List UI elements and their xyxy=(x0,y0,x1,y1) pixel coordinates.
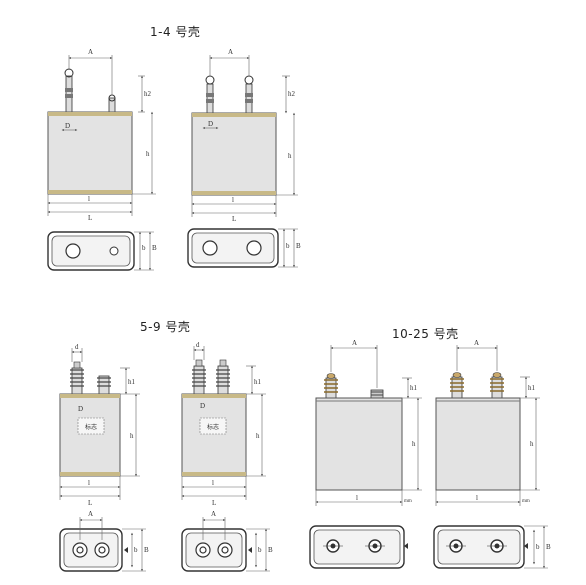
dim-l-1a: l xyxy=(88,195,90,203)
dim-b-5a: b xyxy=(134,546,138,554)
dim-h1-5a: h1 xyxy=(128,378,136,386)
dimensions-10-25-b xyxy=(435,345,540,506)
unit-mm-10b: mm xyxy=(522,499,530,504)
dim-D-5a: D xyxy=(78,405,83,413)
dimensions-5-9-a-top xyxy=(79,517,146,572)
dimensions-1-4-a-top xyxy=(134,231,154,271)
dim-A-1b: A xyxy=(228,48,233,56)
dim-d-5b: d xyxy=(196,341,200,349)
capacitor-1-4-b-top xyxy=(187,228,279,268)
dim-D-1b: D xyxy=(208,120,213,128)
dim-A-5b-top: A xyxy=(211,510,216,518)
dim-D-5b: D xyxy=(200,402,205,410)
dim-A-10a: A xyxy=(352,339,357,347)
dim-h2-1a: h2 xyxy=(144,90,152,98)
dim-B-1a: B xyxy=(152,244,157,252)
dim-D-1a: D xyxy=(65,122,70,130)
dim-L-1b: L xyxy=(232,215,236,223)
dimensions-5-9-a xyxy=(59,348,140,500)
capacitor-5-9-a-top xyxy=(59,528,128,572)
dim-l-10b: l xyxy=(476,494,478,502)
dim-l-5a: l xyxy=(88,479,90,487)
capacitor-1-4-a-front xyxy=(47,68,133,195)
dim-h1-10b: h1 xyxy=(528,384,536,392)
capacitor-5-9-b-front xyxy=(181,359,247,477)
capacitor-5-9-b-top xyxy=(181,528,252,572)
dimensions-5-9-b xyxy=(181,346,266,500)
dim-A-1a: A xyxy=(88,48,93,56)
dim-h-1a: h xyxy=(146,150,150,158)
capacitor-1-4-b-front xyxy=(191,75,277,196)
marker-label-5a: 标志 xyxy=(85,423,97,431)
capacitor-10-25-a-top xyxy=(309,525,408,569)
dim-h-5a: h xyxy=(130,432,134,440)
unit-mm-10a: mm xyxy=(404,499,412,504)
section-title-5-9: 5-9 号壳 xyxy=(140,320,191,334)
section-title-1-4: 1-4 号壳 xyxy=(150,25,201,39)
dimensions-10-25-b-top xyxy=(524,525,548,569)
dim-A-10b: A xyxy=(474,339,479,347)
dim-h-5b: h xyxy=(256,432,260,440)
dim-b-1b: b xyxy=(286,242,290,250)
capacitor-10-25-b-top xyxy=(433,525,528,569)
dimensions-10-25-a xyxy=(315,345,422,506)
dim-l-1b: l xyxy=(232,196,234,204)
dimensions-5-9-b-top xyxy=(202,517,270,572)
dim-h2-1b: h2 xyxy=(288,90,296,98)
capacitor-10-25-b-front xyxy=(435,372,521,491)
dim-h-10b: h xyxy=(530,440,534,448)
dimensions-1-4-b xyxy=(191,55,298,217)
dim-L-5b: L xyxy=(212,499,216,507)
dim-b-10b: b xyxy=(536,543,540,551)
dim-h1-5b: h1 xyxy=(254,378,262,386)
dim-A-5a-top: A xyxy=(88,510,93,518)
dim-l-5b: l xyxy=(212,479,214,487)
capacitor-5-9-a-front xyxy=(59,361,121,477)
section-title-10-25: 10-25 号壳 xyxy=(392,327,459,341)
marker-label-5b: 标志 xyxy=(207,423,219,431)
dimensions-1-4-a xyxy=(47,55,156,216)
dim-l-10a: l xyxy=(356,494,358,502)
dim-h-1b: h xyxy=(288,152,292,160)
dim-B-1b: B xyxy=(296,242,301,250)
dim-h1-10a: h1 xyxy=(410,384,418,392)
dim-L-1a: L xyxy=(88,214,92,222)
dim-B-5a: B xyxy=(144,546,149,554)
capacitor-10-25-a-front xyxy=(315,373,403,491)
dim-h-10a: h xyxy=(412,440,416,448)
dim-B-5b: B xyxy=(268,546,273,554)
dim-B-10b: B xyxy=(546,543,551,551)
dim-d-5a: d xyxy=(75,343,79,351)
dim-b-5b: b xyxy=(258,546,262,554)
dim-b-1a: b xyxy=(142,244,146,252)
dim-L-5a: L xyxy=(88,499,92,507)
dimensions-1-4-b-top xyxy=(278,228,298,268)
capacitor-1-4-a-top xyxy=(47,231,135,271)
